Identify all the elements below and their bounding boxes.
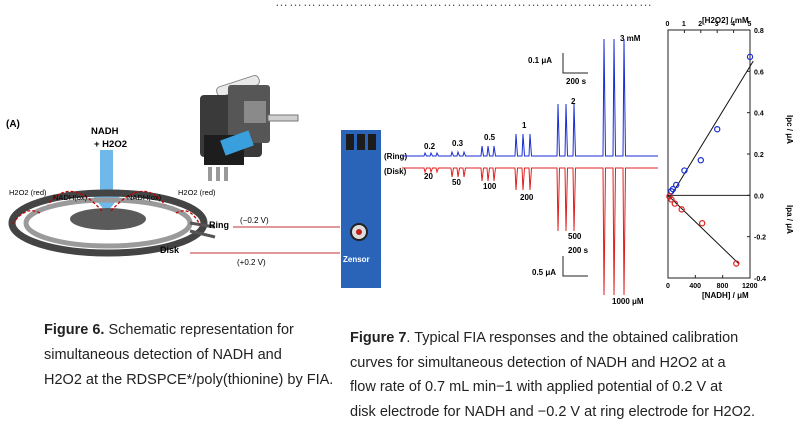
left-outer-species-label: H2O2 (red): [9, 188, 47, 197]
right-y-axis-label-top: Ipc / μA: [785, 115, 794, 144]
ring-conc-label: 2: [571, 97, 576, 106]
h2o2-data-point: [669, 185, 677, 193]
disk-conc-label: 100: [483, 182, 497, 191]
figure-6-caption-line: Schematic representation for: [104, 322, 294, 338]
bottom-x-tick-label: 0: [666, 283, 670, 290]
ring-conc-label: 0.2: [424, 142, 436, 151]
ring-conc-label: 3 mM: [620, 34, 641, 43]
ring-current-trace: [402, 38, 658, 157]
disk-conc-label: 50: [452, 178, 461, 187]
left-inner-species-label: NADH(ox): [53, 193, 88, 202]
calibration-fit-line: [667, 60, 754, 201]
figure-6-schematic: (A) NADH + H2O2 H2O2 (red) NADH(ox) NADH…: [6, 74, 340, 267]
right-inner-species-label: NADH(ox): [127, 193, 162, 202]
bottom-x-tick-label: 800: [717, 283, 729, 290]
figure-7-caption-line: curves for simultaneous detection of NAD…: [350, 354, 726, 371]
figure-6-caption-line: H2O2 at the RDSPCE*/poly(thionine) by FI…: [44, 372, 334, 388]
ring-connection-line: [233, 226, 340, 228]
reaction-arc: [47, 190, 103, 212]
top-x-tick-label: 2: [698, 21, 702, 28]
ring-label: Ring: [209, 220, 229, 230]
y-tick-label: 0.2: [754, 152, 764, 159]
disk-conc-label: 1000 μM: [612, 297, 644, 306]
top-x-tick-label: 5: [748, 21, 752, 28]
y-tick-label: 0.0: [754, 193, 764, 200]
nadh-data-point: [671, 200, 679, 207]
figure-7-label: Figure 7: [350, 330, 407, 346]
disk-conc-label: 500: [568, 232, 582, 241]
figure-6-label: Figure 6.: [44, 322, 105, 338]
y-tick-label: -0.2: [754, 235, 766, 242]
figure-6-caption: Figure 6. Schematic representation for s…: [44, 318, 333, 393]
sensor-brand-label: Zensor: [343, 255, 370, 264]
figure-7-caption-line: flow rate of 0.7 mL min−1 with applied p…: [350, 379, 723, 395]
ring-electrode: [8, 189, 208, 257]
ring-conc-label: 1: [522, 121, 527, 130]
panel-label: (A): [6, 119, 20, 130]
bottom-x-axis-label: [NADH] / μM: [702, 291, 749, 300]
h2o2-data-point: [697, 156, 705, 164]
top-x-tick-label: 0: [666, 21, 670, 28]
disk-scale-bar: [562, 256, 588, 277]
ring-scale-bar: [562, 53, 588, 74]
top-x-tick-label: 1: [682, 21, 686, 28]
nadh-data-point: [668, 196, 675, 203]
h2o2-data-point: [746, 53, 754, 61]
disk-scale-current: 0.5 μA: [532, 268, 556, 277]
right-y-axis-label-bottom: Ipa / μA: [785, 205, 794, 234]
h2o2-data-point: [713, 125, 721, 133]
bottom-x-tick-label: 400: [689, 283, 701, 290]
top-x-axis-label: [H2O2] / mM: [702, 16, 749, 25]
disk-current-trace: [402, 167, 658, 296]
reaction-arc: [175, 210, 201, 226]
disk-trace-label: (Disk): [384, 167, 407, 176]
y-tick-label: -0.4: [754, 276, 766, 283]
sensor-strip: Zensor: [341, 130, 381, 288]
disk-conc-label: 20: [424, 172, 433, 181]
header-partial-text: ………………………………………………………………………: [275, 0, 653, 9]
plot-frame: [667, 29, 751, 279]
ring-conc-label: 0.3: [452, 139, 464, 148]
reaction-arc: [110, 190, 166, 212]
h2o2-input-label: + H2O2: [94, 139, 127, 150]
flow-cell-device: [200, 74, 299, 181]
figure-7-caption-line: . Typical FIA responses and the obtained…: [406, 330, 739, 346]
h2o2-data-point: [681, 167, 688, 174]
ring-conc-label: 0.5: [484, 133, 496, 142]
calibration-fit-line: [667, 195, 740, 265]
disk-potential-label: (+0.2 V): [237, 258, 266, 267]
y-tick-label: 0.8: [754, 28, 764, 35]
calibration-plot: [H2O2] / mM [NADH] / μM Ipc / μA Ipa / μ…: [666, 16, 795, 300]
figure-6-caption-line: simultaneous detection of NADH and: [44, 347, 282, 363]
disk-conc-label: 200: [520, 193, 534, 202]
bottom-x-tick-label: 1200: [742, 283, 758, 290]
nadh-input-label: NADH: [91, 126, 119, 137]
reaction-arc: [11, 210, 41, 226]
right-outer-species-label: H2O2 (red): [178, 188, 216, 197]
figure-7-caption: Figure 7. Typical FIA responses and the …: [350, 326, 755, 424]
h2o2-data-point: [673, 181, 680, 189]
disk-electrode: [70, 208, 146, 230]
ring-potential-label: (−0.2 V): [240, 216, 269, 225]
top-x-tick-label: 3: [715, 21, 719, 28]
disk-label: Disk: [160, 245, 180, 255]
nadh-data-point: [698, 220, 706, 227]
figure-7-caption-line: disk electrode for NADH and −0.2 V at ri…: [350, 403, 755, 420]
top-x-tick-label: 4: [731, 21, 735, 28]
ring-scale-current: 0.1 μA: [528, 56, 552, 65]
disk-scale-time: 200 s: [568, 246, 589, 255]
fia-response-traces: 0.1 μA 200 s 0.5 μA 200 s (Ring) (Disk) …: [384, 34, 658, 306]
flow-arrow-shaft: [100, 150, 113, 195]
nadh-data-point: [678, 206, 685, 213]
ring-trace-label: (Ring): [384, 152, 407, 161]
ring-scale-time: 200 s: [566, 77, 587, 86]
y-tick-label: 0.4: [754, 111, 764, 118]
y-tick-label: 0.6: [754, 69, 764, 76]
nadh-data-point: [733, 260, 740, 267]
